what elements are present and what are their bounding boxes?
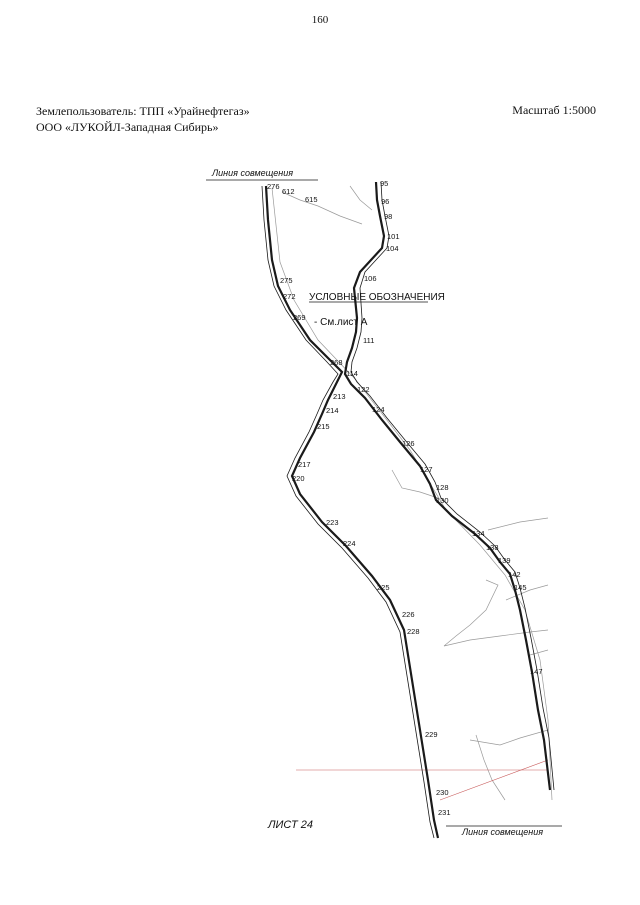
legend-title: УСЛОВНЫЕ ОБОЗНАЧЕНИЯ [309,292,445,303]
point-label: 223 [326,518,339,527]
sheet-label: ЛИСТ 24 [267,819,313,831]
point-label: 130 [436,496,449,505]
point-label: 230 [436,788,449,797]
point-label: 275 [280,276,293,285]
point-label: 95 [380,179,388,188]
point-label: 111 [363,336,374,345]
map-scale: Масштаб 1:5000 [512,103,596,117]
combination-line-bottom-label: Линия совмещения [461,827,543,837]
point-label: 127 [420,465,433,474]
point-label: 276 [267,182,280,191]
point-label: 215 [317,422,330,431]
route-a [343,181,555,791]
point-label: 98 [384,212,392,221]
legend: УСЛОВНЫЕ ОБОЗНАЧЕНИЯ - См.лист А [309,292,445,328]
point-label: 134 [472,529,485,538]
point-label: 142 [508,570,521,579]
point-label: 615 [305,195,318,204]
point-label: 106 [364,274,377,283]
point-label: 229 [425,730,438,739]
point-label: 226 [402,610,415,619]
land-user-block: Землепользователь: ТПП «Урайнефтегаз» ОО… [36,103,250,135]
point-label: 147 [530,667,543,676]
legend-ref: - См.лист А [314,317,368,328]
combination-line-top: Линия совмещения [206,168,318,181]
point-label: 122 [357,385,370,394]
point-label: 269 [293,313,306,322]
point-label: 126 [402,439,415,448]
point-label: 128 [436,483,449,492]
route-b [261,185,440,839]
point-label: 268 [330,358,343,367]
boundary-lines [296,759,549,801]
point-label: 213 [333,392,346,401]
point-label: 228 [407,627,420,636]
page-number: 160 [311,14,329,26]
point-label: 145 [514,583,527,592]
point-label: 225 [377,583,390,592]
land-user-line2: ООО «ЛУКОЙЛ-Западная Сибирь» [36,120,219,134]
route-a-labels: 95 96 98 101 104 106 111 114 122 124 126… [346,179,543,676]
point-label: 612 [282,187,295,196]
point-label: 96 [381,197,389,206]
route-b-labels: 276 612 615 275 272 269 268 213 214 215 … [267,182,451,817]
point-label: 139 [498,556,511,565]
point-label: 220 [292,474,305,483]
point-label: 104 [386,244,399,253]
point-label: 214 [326,406,339,415]
point-label: 231 [438,808,451,817]
point-label: 114 [346,369,358,378]
point-label: 272 [283,292,296,301]
point-label: 224 [343,539,356,548]
land-user-line1: Землепользователь: ТПП «Урайнефтегаз» [36,104,250,118]
point-label: 124 [372,405,385,414]
point-label: 101 [387,232,400,241]
combination-line-bottom: Линия совмещения [446,825,562,837]
combination-line-top-label: Линия совмещения [211,168,293,178]
point-label: 138 [486,543,499,552]
point-label: 217 [298,460,311,469]
